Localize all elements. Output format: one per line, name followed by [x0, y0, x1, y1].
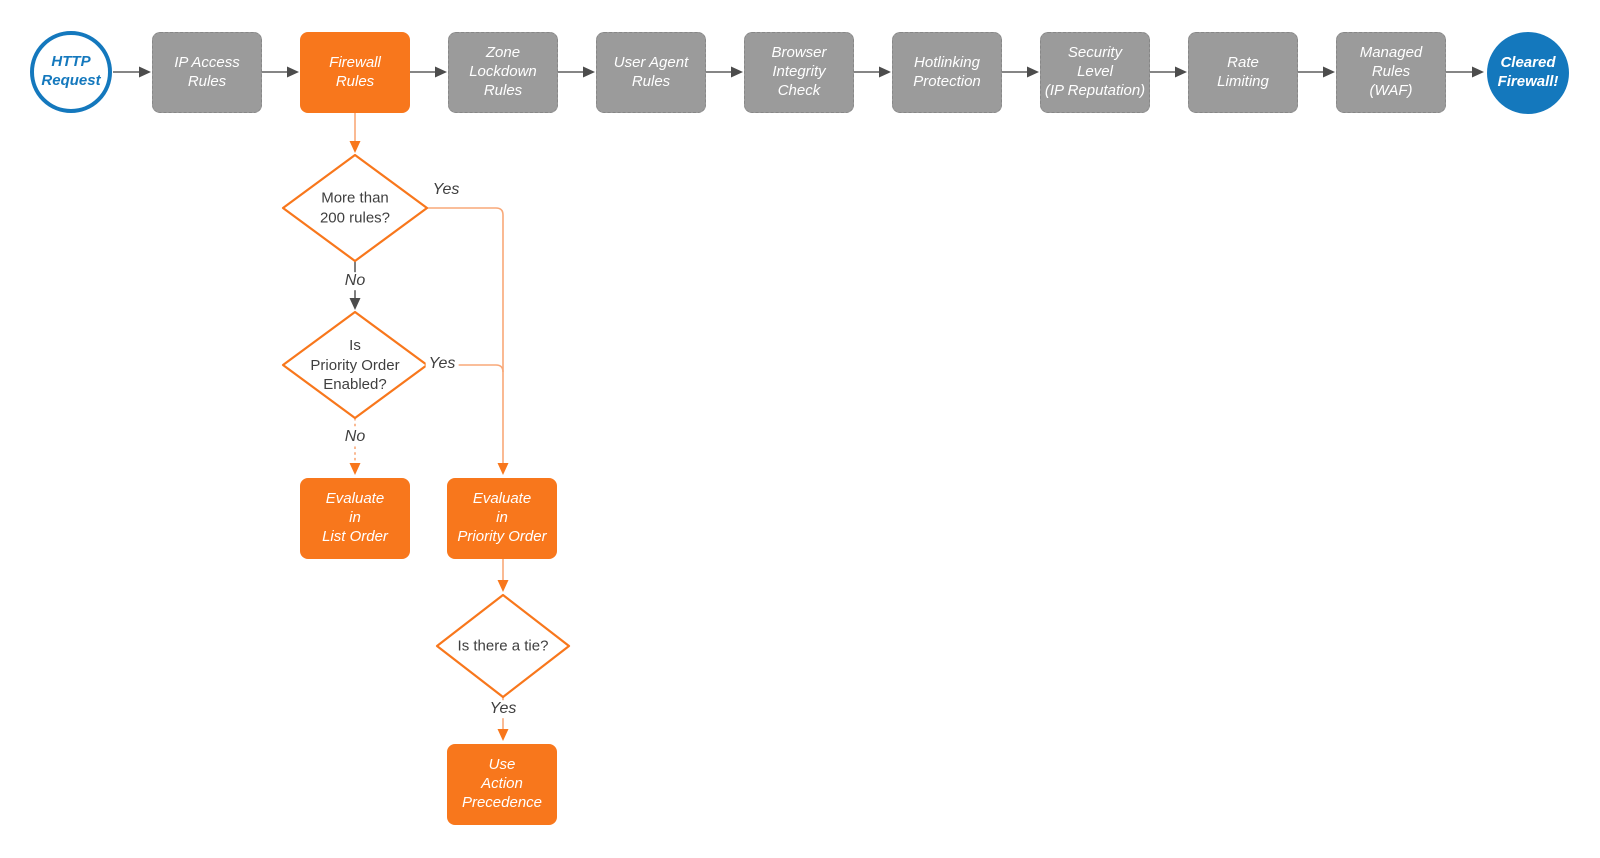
edge-label-yes: Yes [429, 181, 463, 199]
pipeline-arrow [854, 66, 891, 78]
edge-label-no: No [341, 272, 369, 290]
edge-label-yes: Yes [486, 700, 520, 718]
decision-rule-count-label: More than 200 rules? [319, 189, 391, 227]
edge-label-yes: Yes [425, 355, 459, 373]
node-managed-rules-waf: Managed Rules (WAF) [1336, 32, 1446, 113]
edge-priority-no [349, 418, 361, 475]
pipeline-arrow [1002, 66, 1039, 78]
node-rate-limiting: Rate Limiting [1188, 32, 1298, 113]
decision-priority-order-label: Is Priority Order Enabled? [310, 336, 400, 393]
node-user-agent-rules: User Agent Rules [596, 32, 706, 113]
decision-priority-order-shape [281, 310, 429, 420]
node-browser-integrity-check: Browser Integrity Check [744, 32, 854, 113]
pipeline-arrow [1150, 66, 1187, 78]
node-zone-lockdown-rules: Zone Lockdown Rules [448, 32, 558, 113]
edge-priority-yes [427, 364, 504, 373]
pipeline-arrow [1446, 66, 1484, 78]
edge-firewall-to-rule-count [349, 113, 361, 153]
node-ip-access-rules: IP Access Rules [152, 32, 262, 113]
pipeline-arrow [410, 66, 447, 78]
node-use-action-precedence: Use Action Precedence [447, 744, 557, 825]
decision-tie-label: Is there a tie? [457, 637, 549, 655]
node-evaluate-priority-order: Evaluate in Priority Order [447, 478, 557, 559]
pipeline-arrow [706, 66, 743, 78]
pipeline-arrow [262, 66, 299, 78]
node-evaluate-list-order: Evaluate in List Order [300, 478, 410, 559]
decision-tie-shape [435, 593, 571, 699]
edge-rule-count-yes [427, 207, 509, 475]
node-hotlinking-protection: Hotlinking Protection [892, 32, 1002, 113]
edge-priority-order-to-tie [497, 558, 509, 592]
node-security-level: Security Level (IP Reputation) [1040, 32, 1150, 113]
pipeline-arrow [113, 66, 151, 78]
node-cleared-firewall: Cleared Firewall! [1487, 32, 1569, 114]
decision-rule-count-shape [281, 153, 429, 263]
node-http-request: HTTP Request [30, 31, 112, 113]
pipeline-arrow [1298, 66, 1335, 78]
edge-label-no: No [341, 428, 369, 446]
pipeline-arrow [558, 66, 595, 78]
node-firewall-rules: Firewall Rules [300, 32, 410, 113]
